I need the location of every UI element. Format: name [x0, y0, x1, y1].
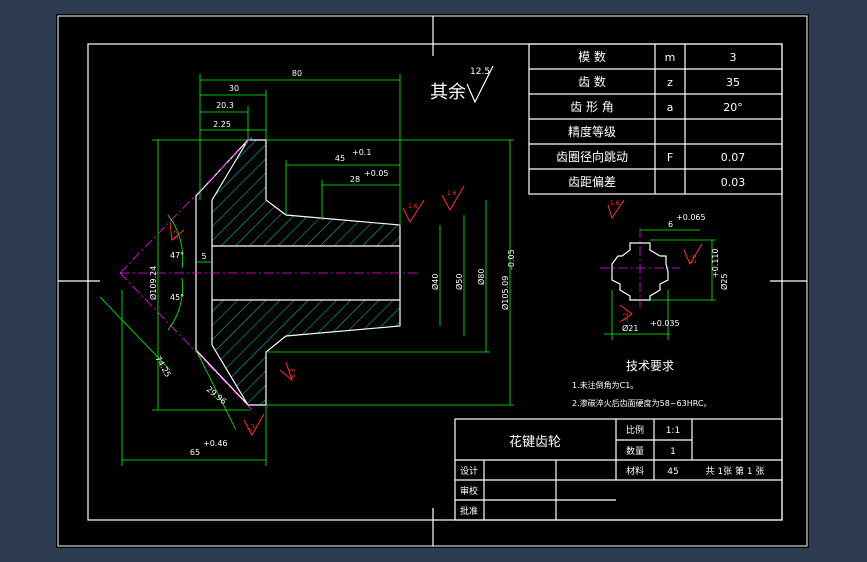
- rough-1-6a: 1.6: [408, 203, 418, 210]
- param-name-5: 齿距偏差: [568, 174, 616, 189]
- pitch-cone-upper: [119, 136, 253, 274]
- dim-45-tol: +0.1: [352, 148, 371, 157]
- spline-dia-25: Ø25: [719, 274, 729, 290]
- dim-5: 5: [201, 252, 206, 261]
- dimensions: 80 30 20.3 2.25 45 +0.1 28 +0.05 5 47° 4…: [99, 69, 516, 466]
- spline-rough-3: 3.2: [623, 312, 630, 322]
- param-name-0: 模 数: [578, 49, 606, 64]
- requirement-1: 1.未注倒角为C1。: [572, 380, 638, 390]
- requirement-2: 2.渗碳淬火后齿面硬度为58~63HRC。: [572, 398, 711, 408]
- param-value-4: 0.07: [721, 151, 746, 164]
- spline-profile: [611, 242, 669, 301]
- dim-65-tol: +0.46: [203, 439, 228, 448]
- param-symbol-2: a: [667, 101, 674, 114]
- gear-section: [119, 136, 420, 411]
- dim-28-tol: +0.05: [364, 169, 389, 178]
- hatch-upper: [212, 140, 400, 246]
- roughness-symbol: [466, 65, 494, 104]
- dim-20-3: 20.3: [216, 101, 234, 110]
- param-symbol-0: m: [665, 51, 676, 64]
- param-name-4: 齿圈径向跳动: [556, 149, 628, 164]
- param-value-5: 0.03: [721, 176, 746, 189]
- scale-value: 1:1: [666, 426, 680, 436]
- dim-dia-50: Ø50: [454, 274, 464, 290]
- qty-label: 数量: [626, 445, 644, 457]
- rough-3-2b: 3.2: [246, 422, 258, 434]
- scale-label: 比例: [626, 424, 644, 436]
- spline-view: 6 +0.065 Ø25 +0.110 Ø21 +0.035 1.6 1.6 3…: [600, 199, 729, 340]
- dim-angle-47: 47°: [170, 251, 184, 260]
- sheets-text: 共 1张 第 1 张: [706, 465, 765, 477]
- spline-rough-1: 1.6: [610, 200, 620, 207]
- roughness-marks: 1.6 1.6 3.2 6.3 3.2: [169, 185, 465, 437]
- spline-dia-21-tol: +0.035: [650, 319, 680, 328]
- drawing-sheet: 模 数 m 3 齿 数 z 35 齿 形 角 a 20° 精度等级 齿圈径向跳动…: [56, 14, 809, 548]
- tech-requirements: 技术要求 1.未注倒角为C1。 2.渗碳淬火后齿面硬度为58~63HRC。: [572, 359, 711, 408]
- title-block: 花键齿轮 比例 1:1 数量 1 材料 45 共 1张 第 1 张 设计 审校 …: [454, 418, 783, 521]
- param-name-1: 齿 数: [578, 74, 606, 89]
- approve-label: 批准: [460, 505, 478, 517]
- dim-74-25: 74.25: [153, 355, 172, 379]
- dim-45: 45: [335, 154, 345, 163]
- inner-border: [87, 43, 783, 521]
- param-name-3: 精度等级: [568, 124, 616, 139]
- surface-note: 其余: [430, 82, 466, 103]
- cone-line-upper: [211, 139, 249, 201]
- drawing-title: 花键齿轮: [509, 434, 561, 450]
- dim-dia-105-tol: -0.05: [507, 249, 516, 270]
- dim-dia-105: Ø105.09: [500, 276, 510, 310]
- rough-3-2a: 3.2: [173, 230, 180, 240]
- hatch-lower: [212, 300, 400, 405]
- cad-drawing: 模 数 m 3 齿 数 z 35 齿 形 角 a 20° 精度等级 齿圈径向跳动…: [57, 15, 808, 547]
- param-table: 模 数 m 3 齿 数 z 35 齿 形 角 a 20° 精度等级 齿圈径向跳动…: [528, 43, 783, 195]
- spline-dia-25-tol: +0.110: [711, 248, 720, 278]
- dim-28: 28: [350, 175, 360, 184]
- cone-line-lower: [211, 344, 249, 406]
- dim-80: 80: [292, 69, 302, 78]
- dim-30: 30: [229, 84, 239, 93]
- check-label: 审校: [460, 485, 478, 497]
- qty-value: 1: [670, 447, 676, 457]
- rough-1-6b: 1.6: [447, 190, 457, 197]
- dim-angle-45: 45°: [170, 293, 184, 302]
- rough-6-3: 6.3: [290, 368, 297, 378]
- pitch-cone-lower: [119, 272, 253, 411]
- spline-width: 6: [668, 220, 673, 229]
- param-symbol-4: F: [667, 151, 673, 164]
- material-value: 45: [667, 467, 678, 477]
- spline-dia-21: Ø21: [622, 323, 638, 333]
- spline-rough-2: 1.6: [691, 254, 698, 264]
- param-value-1: 35: [726, 76, 740, 89]
- design-label: 设计: [460, 465, 478, 477]
- dim-dia-40: Ø40: [430, 274, 440, 290]
- surface-value: 12.5: [470, 67, 490, 77]
- param-value-2: 20°: [723, 101, 743, 114]
- param-name-2: 齿 形 角: [570, 100, 614, 114]
- param-symbol-1: z: [667, 76, 673, 89]
- param-value-0: 3: [730, 51, 737, 64]
- dim-dia-109: Ø109.24: [148, 266, 158, 300]
- dim-65: 65: [190, 448, 200, 457]
- material-label: 材料: [626, 465, 644, 477]
- requirements-heading: 技术要求: [626, 359, 674, 373]
- dim-2-25: 2.25: [213, 120, 231, 129]
- spline-width-tol: +0.065: [676, 213, 706, 222]
- dim-dia-80: Ø80: [476, 269, 486, 285]
- dim-29-96: 29.96: [205, 385, 228, 407]
